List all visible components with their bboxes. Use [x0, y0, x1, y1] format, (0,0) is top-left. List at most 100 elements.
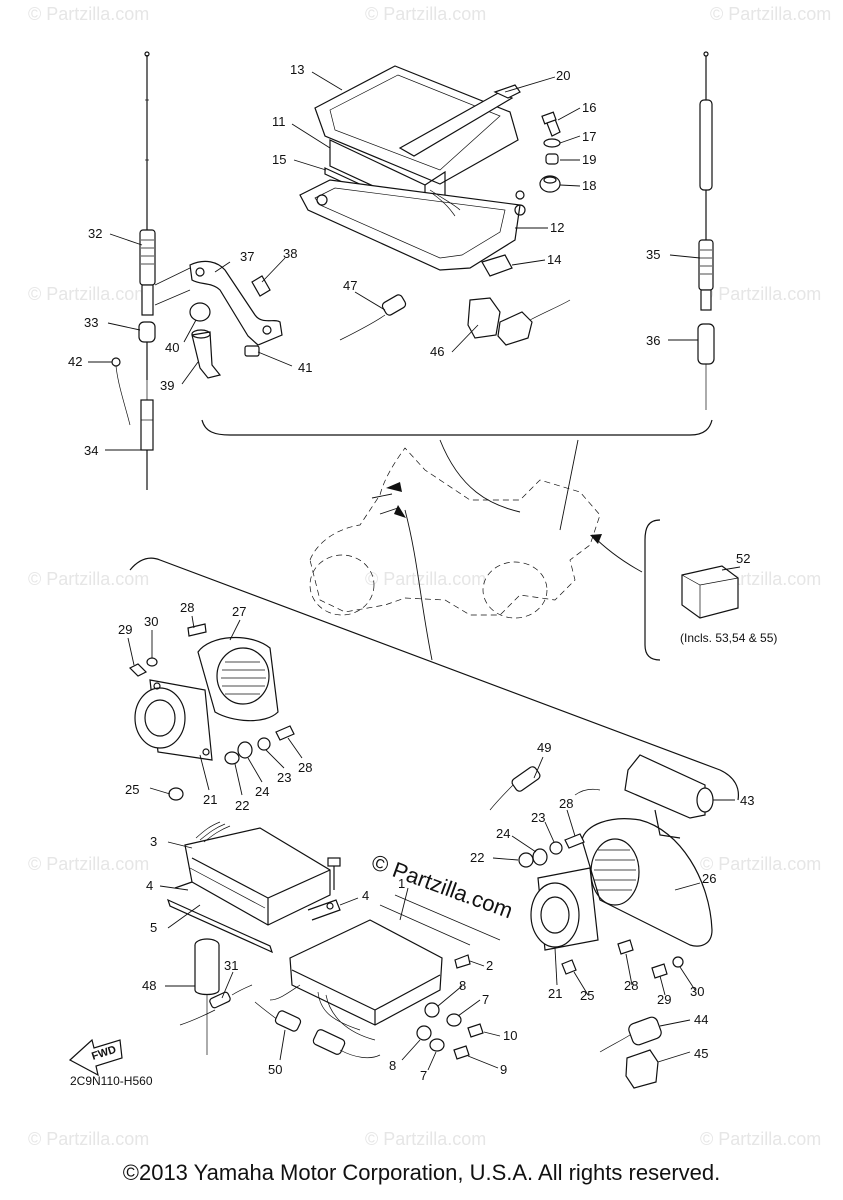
- callout-11: 11: [272, 114, 286, 129]
- callout-29: 29: [657, 992, 671, 1007]
- callout-27: 27: [232, 604, 246, 619]
- part-48-31: [179, 938, 253, 1055]
- callout-16: 16: [582, 100, 596, 115]
- callout-22: 22: [235, 798, 249, 813]
- callout-5: 5: [150, 920, 157, 935]
- callout-1: 1: [398, 876, 405, 891]
- callout-24: 24: [255, 784, 269, 799]
- callout-30: 30: [144, 614, 158, 629]
- callout-8: 8: [389, 1058, 396, 1073]
- callout-29: 29: [118, 622, 132, 637]
- callout-labels: 13 20 16 17 11 19 15 18 12 14 47 46 32 3…: [68, 62, 754, 1083]
- callout-43: 43: [740, 793, 754, 808]
- callout-4: 4: [362, 888, 369, 903]
- group-bracket-top: [201, 419, 713, 436]
- callout-7: 7: [420, 1068, 427, 1083]
- callout-24: 24: [496, 826, 510, 841]
- callout-49: 49: [537, 740, 551, 755]
- antenna-bracket: [189, 260, 283, 379]
- callout-15: 15: [272, 152, 286, 167]
- group-bracket-main: [129, 557, 740, 801]
- cb-box-assembly: [299, 65, 561, 277]
- motorcycle-silhouette: [309, 447, 601, 619]
- callout-21: 21: [203, 792, 217, 807]
- callout-14: 14: [547, 252, 561, 267]
- callout-20: 20: [556, 68, 570, 83]
- callout-40: 40: [165, 340, 179, 355]
- copyright-notice: ©2013 Yamaha Motor Corporation, U.S.A. A…: [122, 1160, 721, 1185]
- callout-4: 4: [146, 878, 153, 893]
- callout-31: 31: [224, 958, 238, 973]
- watermark: © Partzilla.com: [700, 284, 821, 304]
- callout-28: 28: [180, 600, 194, 615]
- connector-49: [489, 766, 541, 811]
- callout-12: 12: [550, 220, 564, 235]
- callout-19: 19: [582, 152, 596, 167]
- callout-28: 28: [559, 796, 573, 811]
- callout-30: 30: [690, 984, 704, 999]
- watermark: © Partzilla.com: [28, 1129, 149, 1149]
- kit-note: (Incls. 53,54 & 55): [680, 631, 777, 645]
- callout-10: 10: [503, 1028, 517, 1043]
- callout-47: 47: [343, 278, 357, 293]
- location-arrows: [371, 439, 643, 661]
- callout-45: 45: [694, 1046, 708, 1061]
- callout-8: 8: [459, 978, 466, 993]
- connector-47-46: [339, 294, 571, 346]
- small-hardware: [416, 954, 484, 1060]
- callout-52: 52: [736, 551, 750, 566]
- watermark: © Partzilla.com: [365, 569, 486, 589]
- amplifier-3: [166, 821, 341, 954]
- watermark: © Partzilla.com: [365, 4, 486, 24]
- callout-21: 21: [548, 986, 562, 1001]
- watermark: © Partzilla.com: [700, 854, 821, 874]
- fwd-arrow: FWD: [68, 1038, 123, 1077]
- center-brand: © Partzilla.com: [368, 849, 516, 923]
- right-speaker-group: [518, 818, 713, 979]
- callout-37: 37: [240, 249, 254, 264]
- callout-39: 39: [160, 378, 174, 393]
- callout-25: 25: [580, 988, 594, 1003]
- callout-41: 41: [298, 360, 312, 375]
- watermark: © Partzilla.com: [28, 569, 149, 589]
- callout-48: 48: [142, 978, 156, 993]
- watermark: © Partzilla.com: [365, 1129, 486, 1149]
- callout-33: 33: [84, 315, 98, 330]
- callout-2: 2: [486, 958, 493, 973]
- watermark: © Partzilla.com: [700, 1129, 821, 1149]
- callout-17: 17: [582, 129, 596, 144]
- leader-lines: [88, 71, 741, 1071]
- callout-50: 50: [268, 1062, 282, 1077]
- callout-46: 46: [430, 344, 444, 359]
- callout-23: 23: [277, 770, 291, 785]
- callout-32: 32: [88, 226, 102, 241]
- watermark: © Partzilla.com: [710, 4, 831, 24]
- callout-23: 23: [531, 810, 545, 825]
- watermark: © Partzilla.com: [28, 854, 149, 874]
- callout-3: 3: [150, 834, 157, 849]
- callout-36: 36: [646, 333, 660, 348]
- callout-44: 44: [694, 1012, 708, 1027]
- callout-42: 42: [68, 354, 82, 369]
- callout-38: 38: [283, 246, 297, 261]
- unit-1: [269, 894, 501, 1041]
- callout-35: 35: [646, 247, 660, 262]
- callout-28: 28: [624, 978, 638, 993]
- watermark: © Partzilla.com: [28, 4, 149, 24]
- left-antenna: [111, 51, 191, 490]
- watermark: © Partzilla.com: [28, 284, 149, 304]
- callout-34: 34: [84, 443, 98, 458]
- kit-52: (Incls. 53,54 & 55): [644, 519, 777, 661]
- connector-50: [254, 1001, 381, 1059]
- callout-18: 18: [582, 178, 596, 193]
- right-antenna: [697, 51, 715, 410]
- callout-9: 9: [500, 1062, 507, 1077]
- left-speaker-group: [128, 623, 295, 801]
- callout-7: 7: [482, 992, 489, 1007]
- callout-22: 22: [470, 850, 484, 865]
- callout-28: 28: [298, 760, 312, 775]
- part-44-45: [599, 1016, 662, 1089]
- part-43: [574, 754, 714, 839]
- callout-13: 13: [290, 62, 304, 77]
